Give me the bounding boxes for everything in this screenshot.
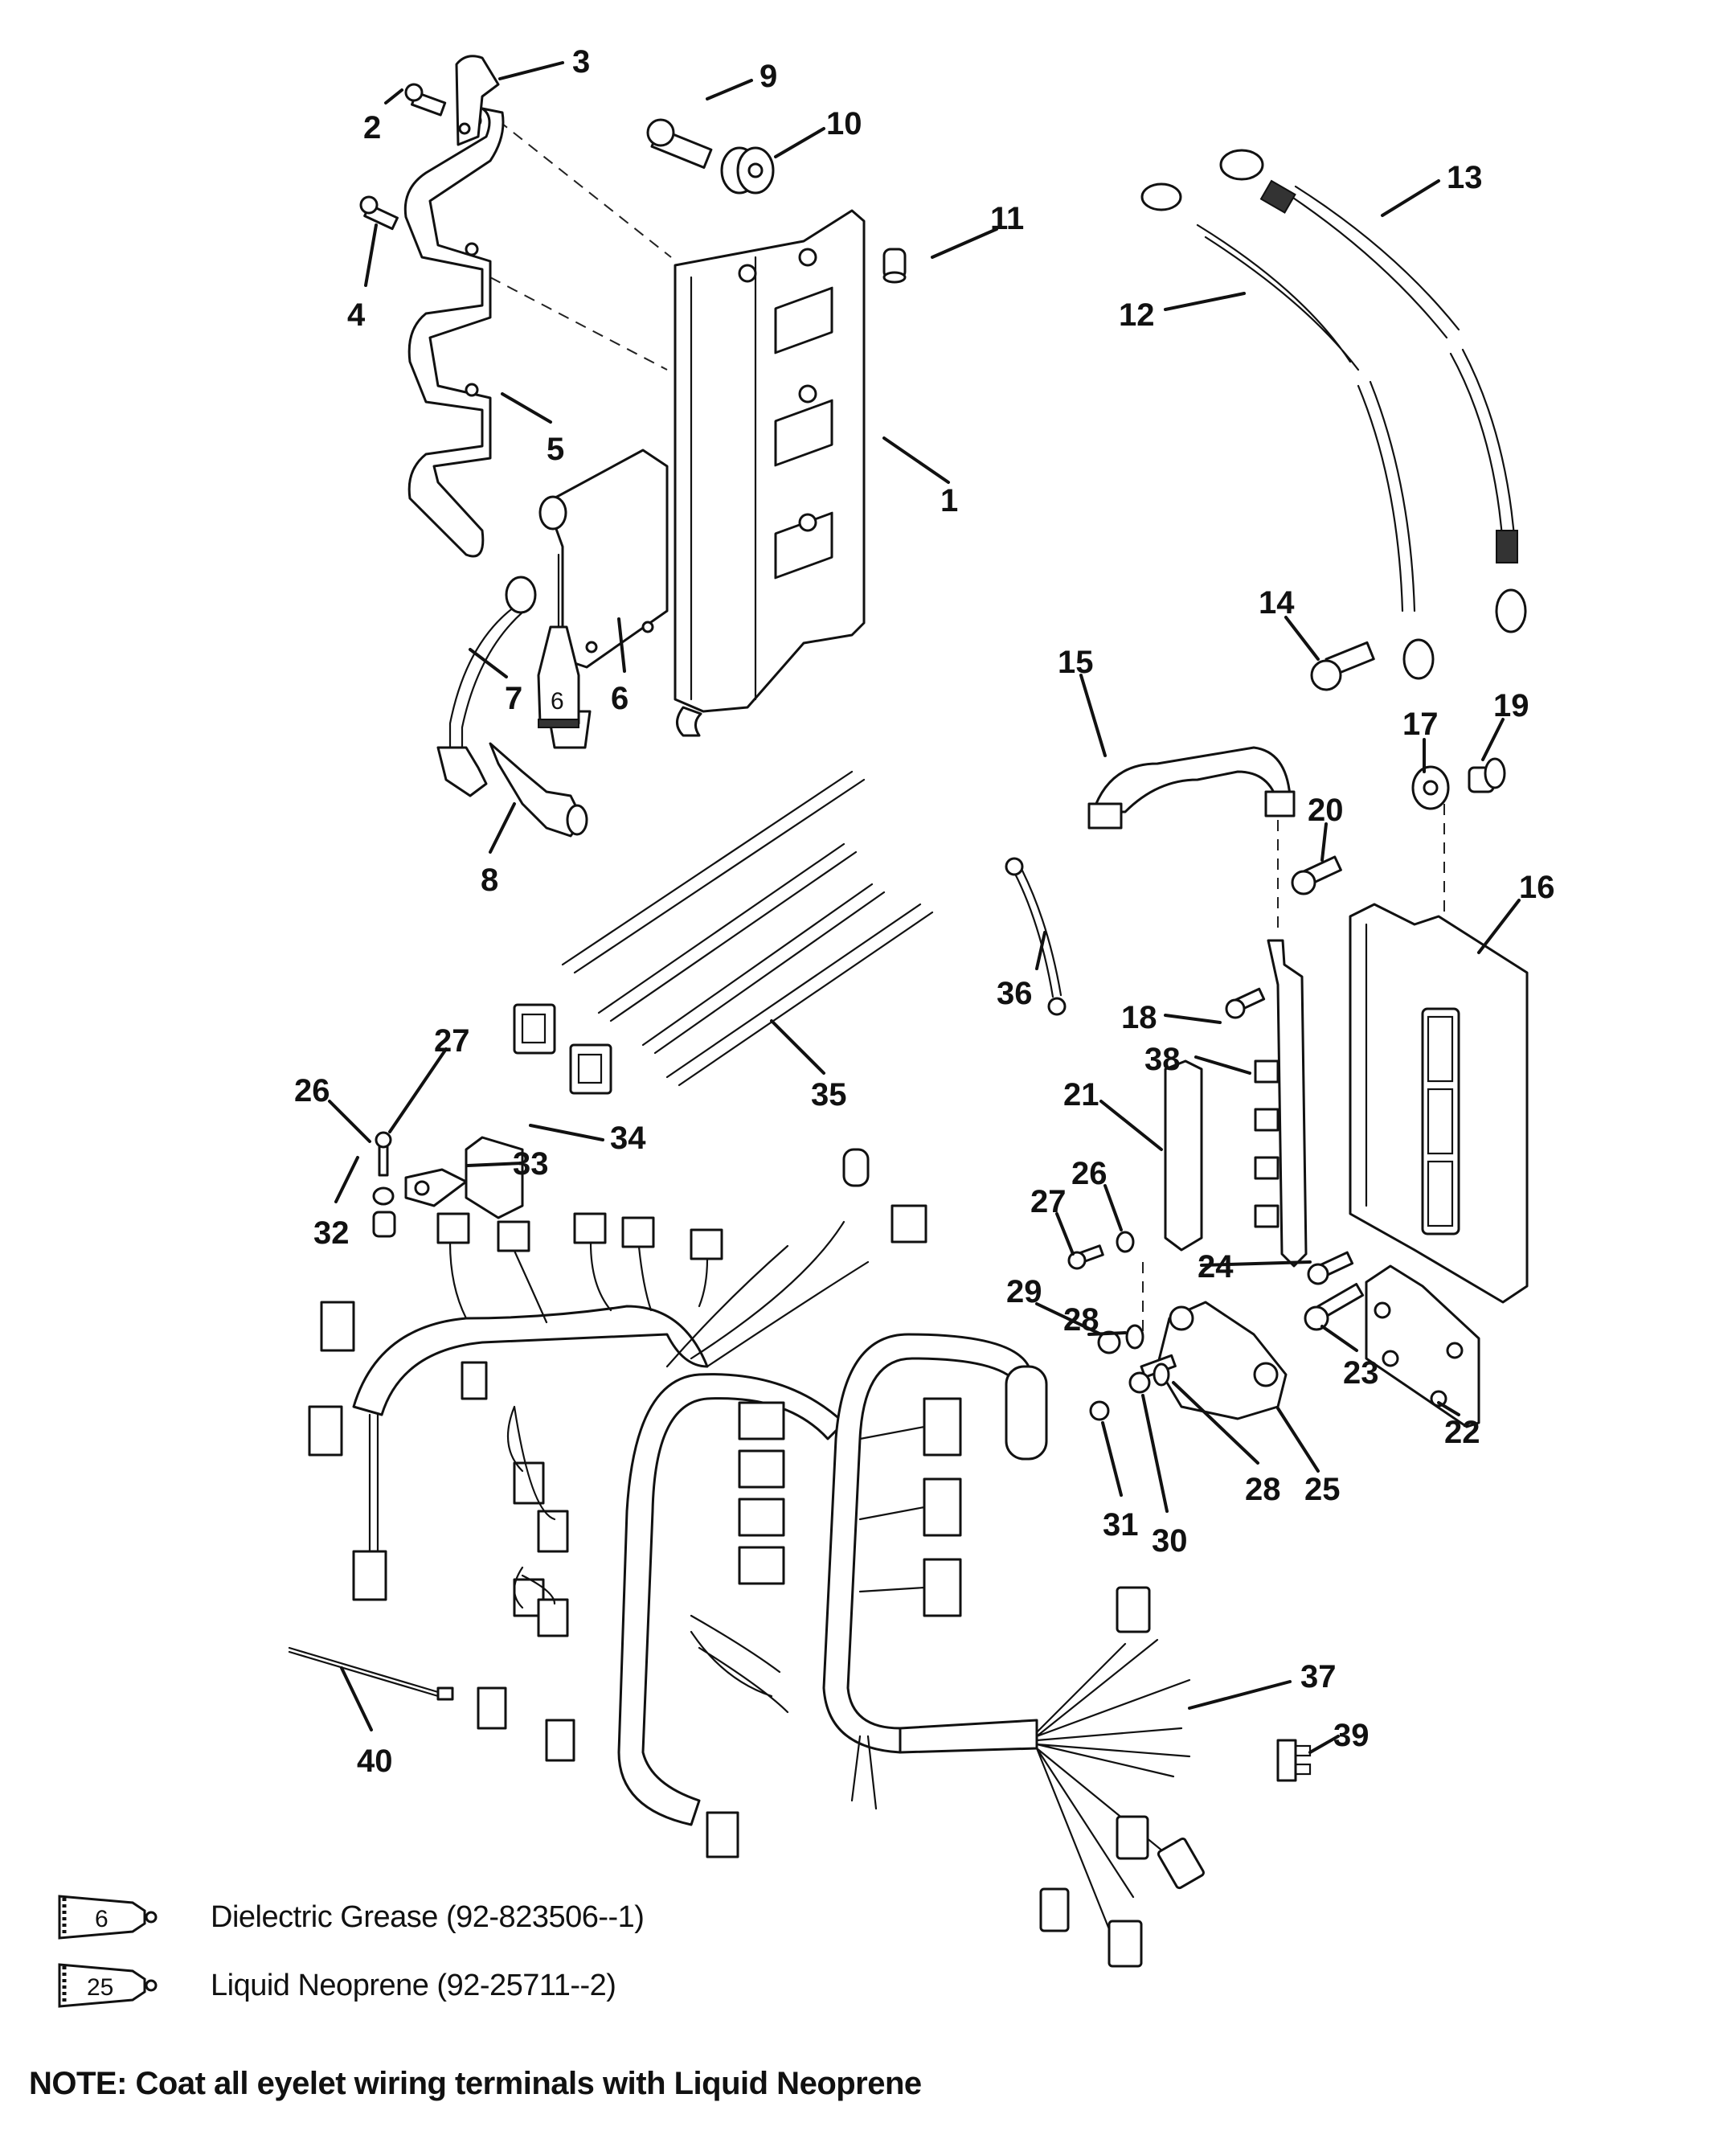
callout-26-right: 26 bbox=[1071, 1156, 1108, 1191]
ignition-coil-part bbox=[538, 449, 669, 669]
callout-8: 8 bbox=[481, 863, 498, 898]
callout-20: 20 bbox=[1308, 793, 1344, 828]
callout-28-lower: 28 bbox=[1245, 1472, 1281, 1507]
screw-part-27b bbox=[1067, 1244, 1104, 1270]
bracket-part-33 bbox=[404, 1168, 468, 1207]
callout-3: 3 bbox=[572, 44, 590, 80]
callout-39: 39 bbox=[1333, 1718, 1370, 1753]
callout-27-right: 27 bbox=[1030, 1184, 1067, 1219]
nut-part-26b bbox=[1116, 1231, 1135, 1253]
screw-part-2 bbox=[404, 83, 447, 117]
callout-13: 13 bbox=[1447, 160, 1483, 195]
grommet-part-17 bbox=[1411, 765, 1450, 810]
callout-4: 4 bbox=[347, 297, 366, 333]
callout-16: 16 bbox=[1519, 870, 1555, 905]
legend-text-dielectric-grease: Dielectric Grease (92-823506--1) bbox=[211, 1899, 645, 1934]
legend-text-liquid-neoprene: Liquid Neoprene (92-25711--2) bbox=[211, 1968, 616, 2002]
svg-text:25: 25 bbox=[87, 1974, 113, 2001]
bolt-part-20 bbox=[1291, 855, 1342, 895]
bolt-part-14 bbox=[1310, 641, 1375, 691]
washer-part-28a bbox=[1125, 1324, 1144, 1350]
bolt-part-9 bbox=[646, 118, 713, 169]
callout-10: 10 bbox=[826, 106, 862, 141]
main-wiring-harness-part-37 bbox=[308, 1148, 1205, 1968]
spacer-part-11 bbox=[882, 248, 907, 284]
cable-tie-part-40 bbox=[288, 1646, 454, 1701]
callout-26-left: 26 bbox=[294, 1073, 330, 1108]
callout-1: 1 bbox=[940, 483, 958, 518]
callout-25: 25 bbox=[1304, 1472, 1341, 1507]
clamp-part bbox=[455, 55, 500, 146]
callout-31: 31 bbox=[1103, 1507, 1139, 1543]
callout-22: 22 bbox=[1444, 1415, 1480, 1450]
relay-part-34 bbox=[465, 1136, 524, 1219]
callout-17: 17 bbox=[1402, 707, 1439, 742]
callout-33: 33 bbox=[513, 1146, 549, 1182]
leader-lines bbox=[328, 61, 1521, 1754]
grease-tube-icon: 6 bbox=[56, 1893, 193, 1941]
screw-part-18 bbox=[1225, 987, 1266, 1019]
mounting-plate-part bbox=[674, 209, 866, 737]
ecm-bracket-part bbox=[1254, 939, 1308, 1268]
foam-strip-part bbox=[1164, 1059, 1203, 1252]
neoprene-tube-icon: 25 bbox=[56, 1961, 193, 2010]
grommet-part-10 bbox=[720, 146, 775, 195]
legend-item-liquid-neoprene: 25 Liquid Neoprene (92-25711--2) bbox=[56, 1961, 616, 2010]
callout-30: 30 bbox=[1152, 1523, 1188, 1559]
mounting-plate-part-22 bbox=[1365, 1264, 1480, 1428]
callout-11: 11 bbox=[990, 201, 1024, 236]
nut-part-26a bbox=[372, 1186, 395, 1206]
fuse-part-39 bbox=[1276, 1739, 1312, 1782]
screw-part-4 bbox=[359, 195, 399, 231]
ground-strap-part-36 bbox=[1005, 857, 1067, 1016]
callout-24: 24 bbox=[1198, 1249, 1234, 1285]
harness-clamp-part bbox=[1087, 746, 1296, 830]
callout-27-left: 27 bbox=[434, 1023, 470, 1059]
callout-5: 5 bbox=[547, 432, 564, 467]
callout-18: 18 bbox=[1121, 1000, 1157, 1035]
sub-harness-part-35 bbox=[513, 770, 934, 1095]
bolt-part-23 bbox=[1304, 1282, 1365, 1331]
spark-plug-lead-part bbox=[436, 576, 537, 797]
callout-35: 35 bbox=[811, 1077, 847, 1113]
callout-38: 38 bbox=[1144, 1042, 1181, 1077]
callout-6: 6 bbox=[611, 681, 628, 716]
callout-23: 23 bbox=[1343, 1355, 1379, 1391]
ground-lead-part-12 bbox=[1140, 182, 1435, 680]
callout-labels: 1 2 3 4 5 6 6 7 8 9 10 11 12 13 14 15 16… bbox=[294, 44, 1555, 1779]
spark-plug-part bbox=[489, 742, 588, 838]
callout-28-upper: 28 bbox=[1063, 1302, 1099, 1338]
legend-item-dielectric-grease: 6 Dielectric Grease (92-823506--1) bbox=[56, 1893, 645, 1941]
strap-part bbox=[403, 107, 505, 558]
ground-lead-part-13 bbox=[1219, 149, 1527, 633]
bolt-part-24 bbox=[1307, 1251, 1354, 1285]
callout-32: 32 bbox=[313, 1215, 350, 1251]
callout-6-tube: 6 bbox=[551, 688, 564, 715]
starter-solenoid-part bbox=[1140, 1301, 1288, 1420]
nut-part-31 bbox=[1089, 1400, 1110, 1421]
svg-text:6: 6 bbox=[95, 1906, 108, 1932]
callout-40: 40 bbox=[357, 1744, 393, 1779]
callout-36: 36 bbox=[997, 976, 1033, 1011]
ecm-module-part bbox=[1349, 903, 1529, 1304]
coating-note: NOTE: Coat all eyelet wiring terminals w… bbox=[29, 2066, 922, 2101]
nut-part-30 bbox=[1128, 1371, 1151, 1394]
bushing-part-19 bbox=[1468, 757, 1506, 793]
callout-2: 2 bbox=[363, 110, 381, 145]
callout-29: 29 bbox=[1006, 1274, 1042, 1309]
callout-7: 7 bbox=[505, 681, 522, 716]
callout-34: 34 bbox=[610, 1121, 646, 1156]
callout-21: 21 bbox=[1063, 1077, 1099, 1113]
screw-part-27a bbox=[375, 1131, 392, 1177]
callout-9: 9 bbox=[760, 59, 777, 94]
callout-37: 37 bbox=[1300, 1659, 1337, 1694]
grommet-part-32 bbox=[372, 1211, 396, 1238]
callout-14: 14 bbox=[1259, 585, 1295, 621]
callout-15: 15 bbox=[1058, 645, 1094, 680]
callout-19: 19 bbox=[1493, 688, 1529, 723]
dielectric-grease-tube-icon bbox=[537, 553, 592, 749]
callout-12: 12 bbox=[1119, 297, 1155, 333]
washer-part-28b bbox=[1153, 1362, 1170, 1387]
